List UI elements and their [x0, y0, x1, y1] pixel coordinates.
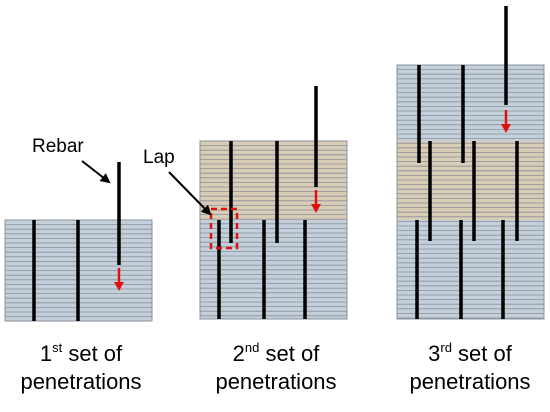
- panel-3-middle-layer: [397, 141, 544, 220]
- caption-1-line2: penetrations: [20, 369, 142, 394]
- panel-2-new-layer: [200, 141, 347, 220]
- panel-3-fiber-lines: [397, 69, 544, 319]
- rebar-pointer-arrow: [81, 160, 111, 184]
- panel-2-fiber-lines: [200, 145, 347, 317]
- caption-2-line2: penetrations: [215, 369, 337, 394]
- caption-2nd-set: 2nd set of penetrations: [196, 340, 356, 396]
- caption-1-suffix: st: [52, 340, 63, 355]
- caption-3-number: 3: [428, 341, 441, 366]
- panel-3-down-arrow: [501, 110, 511, 133]
- caption-1st-set: 1st set of penetrations: [1, 340, 161, 396]
- panel-3-top-layer: [397, 65, 544, 141]
- caption-2-rest: set of: [259, 341, 320, 366]
- caption-2-suffix: nd: [244, 340, 260, 355]
- lap-label: Lap: [143, 147, 175, 168]
- caption-1-rest: set of: [62, 341, 123, 366]
- caption-3-rest: set of: [451, 341, 512, 366]
- panel-2-down-arrow: [311, 190, 321, 213]
- caption-3-suffix: rd: [440, 340, 452, 355]
- panel-3-outline: [396, 64, 545, 320]
- panel-2-outline: [199, 140, 348, 320]
- panel-1: Rebar: [4, 136, 153, 322]
- caption-3rd-set: 3rd set of penetrations: [390, 340, 550, 396]
- lap-highlight-box: [209, 207, 239, 250]
- panel-3: [396, 6, 545, 320]
- panel-2: Lap: [143, 86, 348, 320]
- caption-3-line2: penetrations: [409, 369, 531, 394]
- rebar-label: Rebar: [32, 136, 84, 157]
- panel-1-down-arrow: [114, 268, 124, 291]
- lap-pointer-arrow: [168, 171, 212, 216]
- caption-1-number: 1: [39, 341, 53, 366]
- caption-2-number: 2: [232, 341, 245, 366]
- panel-3-base-layer: [397, 220, 544, 319]
